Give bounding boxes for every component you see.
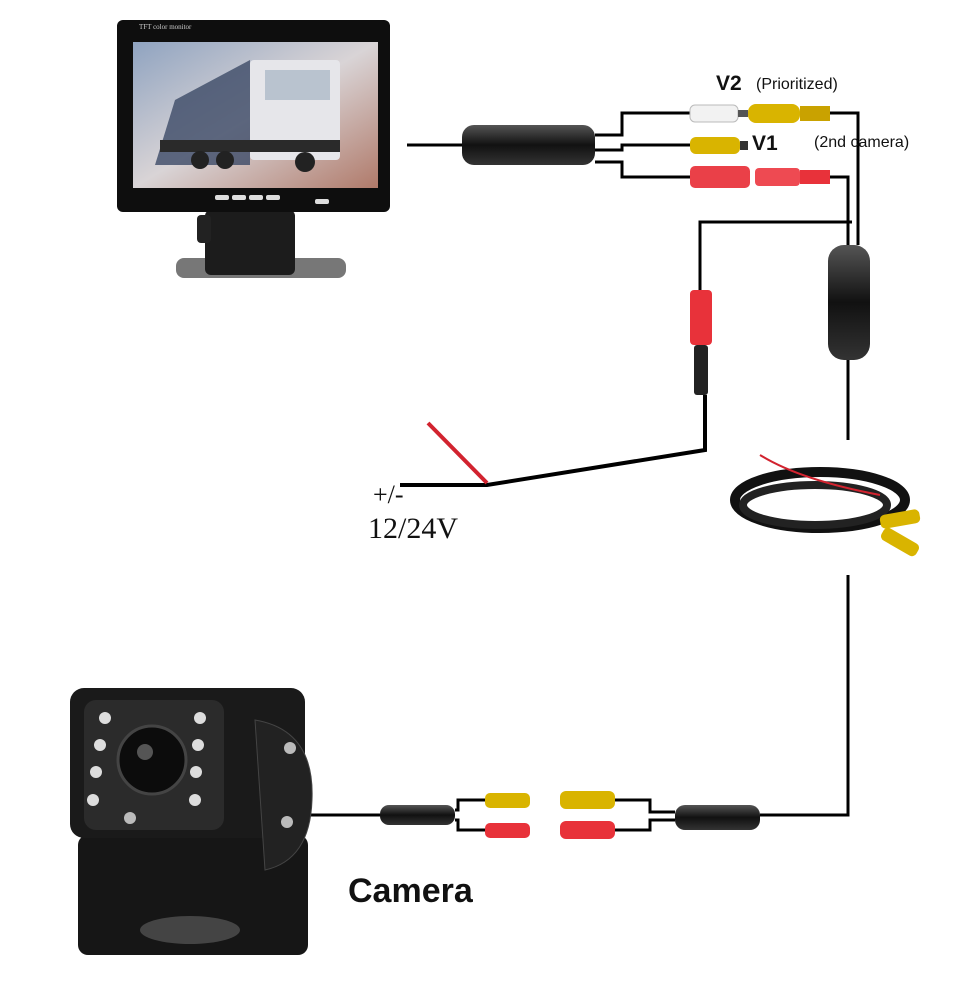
v2-connector bbox=[689, 104, 830, 123]
camera bbox=[70, 688, 313, 955]
v1-label: V1 bbox=[752, 132, 778, 155]
camera-extension-box bbox=[675, 805, 760, 830]
monitor-harness bbox=[407, 111, 860, 440]
camera-video-connectors bbox=[485, 791, 615, 809]
v2-note: (Prioritized) bbox=[756, 76, 838, 93]
power-wire bbox=[400, 395, 707, 487]
camera-harness bbox=[310, 575, 850, 832]
camera-power-connectors bbox=[485, 821, 615, 839]
power-voltage-label: 12/24V bbox=[368, 512, 458, 545]
v1-connector bbox=[690, 137, 748, 154]
extension-cable-coil bbox=[730, 454, 921, 557]
power-polarity-label: +/- bbox=[373, 480, 404, 509]
power-plug bbox=[690, 290, 712, 395]
v2-label: V2 bbox=[716, 72, 742, 95]
power-rca-connector bbox=[690, 166, 830, 188]
harness-box bbox=[462, 125, 595, 165]
camera-label: Camera bbox=[348, 872, 473, 910]
second-camera-label: (2nd camera) bbox=[814, 134, 910, 151]
monitor bbox=[117, 20, 390, 278]
inline-box-right bbox=[828, 245, 870, 360]
monitor-brand-text: TFT color monitor bbox=[139, 23, 192, 31]
camera-inline-box bbox=[380, 805, 455, 825]
